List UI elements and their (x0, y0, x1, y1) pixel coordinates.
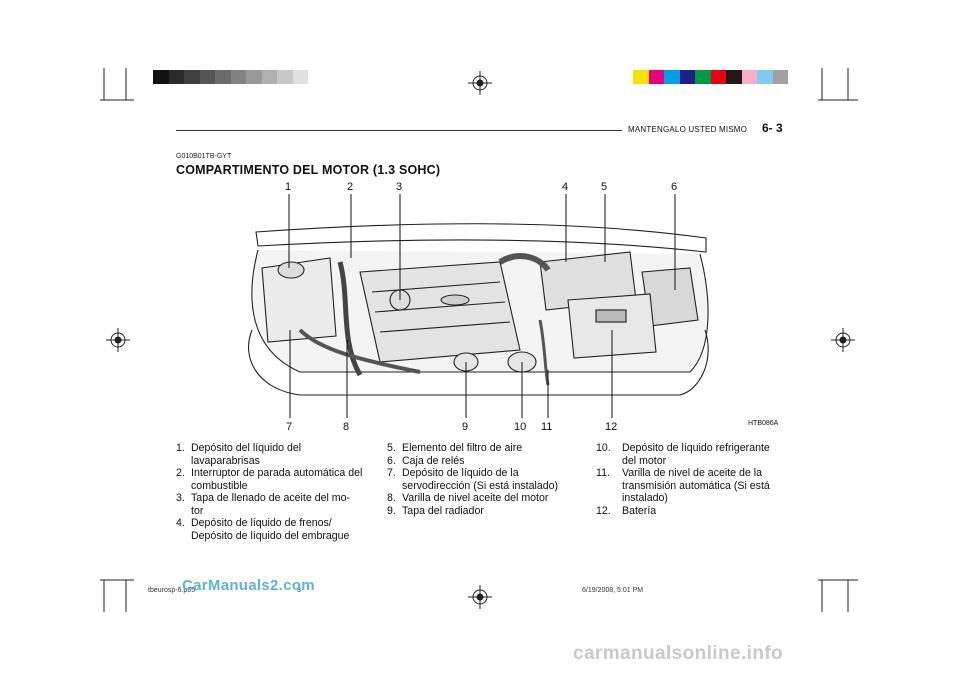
color-swatch (664, 70, 680, 84)
watermark-bottom[interactable]: carmanualsonline.info (573, 643, 784, 664)
color-swatch (726, 70, 742, 84)
legend-column-1: 1.Depósito del líquido del lavaparabrisa… (176, 442, 364, 542)
callout-7: 7 (286, 421, 293, 433)
header-rule (176, 130, 622, 131)
gray-swatch (215, 70, 231, 84)
legend-item: 8.Varilla de nivel aceite del motor (387, 492, 549, 504)
color-swatch (633, 70, 649, 84)
footer-timestamp: 6/19/2008, 5:01 PM (582, 587, 644, 594)
registration-target-right (831, 328, 855, 352)
section-code: G010B01TB-GYT (176, 153, 232, 160)
gray-swatch (292, 70, 308, 84)
callout-5: 5 (601, 181, 608, 193)
callout-3: 3 (396, 181, 403, 193)
callout-12: 12 (605, 421, 618, 433)
registration-target-bottom (468, 585, 492, 609)
gray-swatch (246, 70, 262, 84)
gray-swatch (261, 70, 277, 84)
gray-swatch (230, 70, 246, 84)
color-swatch (679, 70, 695, 84)
legend-item: 2.Interruptor de parada automática del c… (176, 467, 363, 492)
watermark-top[interactable]: CarManuals2.com (182, 577, 315, 594)
legend-item: 7.Depósito de líquido de la servodirecci… (387, 467, 559, 492)
gray-swatch (277, 70, 293, 84)
footer-file: tbeurosp-6.p65 (148, 587, 196, 594)
gray-swatch (168, 70, 184, 84)
page-number: 6- 3 (762, 121, 783, 135)
footer-page: 3 (297, 587, 301, 594)
color-swatch (772, 70, 788, 84)
color-swatch (741, 70, 757, 84)
gray-swatch (184, 70, 200, 84)
legend-item: 4.Depósito de líquido de frenos/ Depósit… (176, 517, 350, 542)
legend-item: 11.Varilla de nivel de aceite de la tran… (596, 467, 770, 504)
callout-8: 8 (343, 421, 350, 433)
callout-10: 10 (514, 421, 527, 433)
gray-swatch (199, 70, 215, 84)
color-swatch (648, 70, 664, 84)
legend-item: 6.Caja de relés (387, 454, 465, 467)
callout-6: 6 (671, 181, 678, 193)
callout-1: 1 (285, 181, 292, 193)
gray-swatch (153, 70, 169, 84)
figure-code: HTB086A (748, 420, 779, 427)
legend-item: 12.Batería (596, 504, 657, 517)
legend-item: 3.Tapa de llenado de aceite del mo- tor (176, 492, 351, 517)
color-swatch (695, 70, 711, 84)
legend-item: 9.Tapa del radiador (387, 504, 484, 517)
registration-target-left (106, 328, 130, 352)
color-swatch (757, 70, 773, 84)
callout-2: 2 (347, 181, 354, 193)
legend-column-2: 5.Elemento del filtro de aire 6.Caja de … (387, 442, 575, 517)
registration-target-top (468, 71, 492, 95)
color-calibration-bar (633, 70, 788, 84)
gray-calibration-bar (153, 70, 308, 84)
legend-column-3: 10.Depósito de líquido refrigerante del … (596, 442, 786, 517)
legend-item: 5.Elemento del filtro de aire (387, 442, 523, 454)
color-swatch (710, 70, 726, 84)
header-section-title: MANTENGALO USTED MISMO (628, 125, 748, 134)
legend-item: 10.Depósito de líquido refrigerante del … (596, 442, 770, 467)
page-title: COMPARTIMENTO DEL MOTOR (1.3 SOHC) (176, 163, 441, 177)
callout-9: 9 (462, 421, 469, 433)
callout-11: 11 (541, 421, 553, 433)
callout-4: 4 (562, 181, 569, 193)
legend-item: 1.Depósito del líquido del lavaparabrisa… (176, 442, 302, 467)
